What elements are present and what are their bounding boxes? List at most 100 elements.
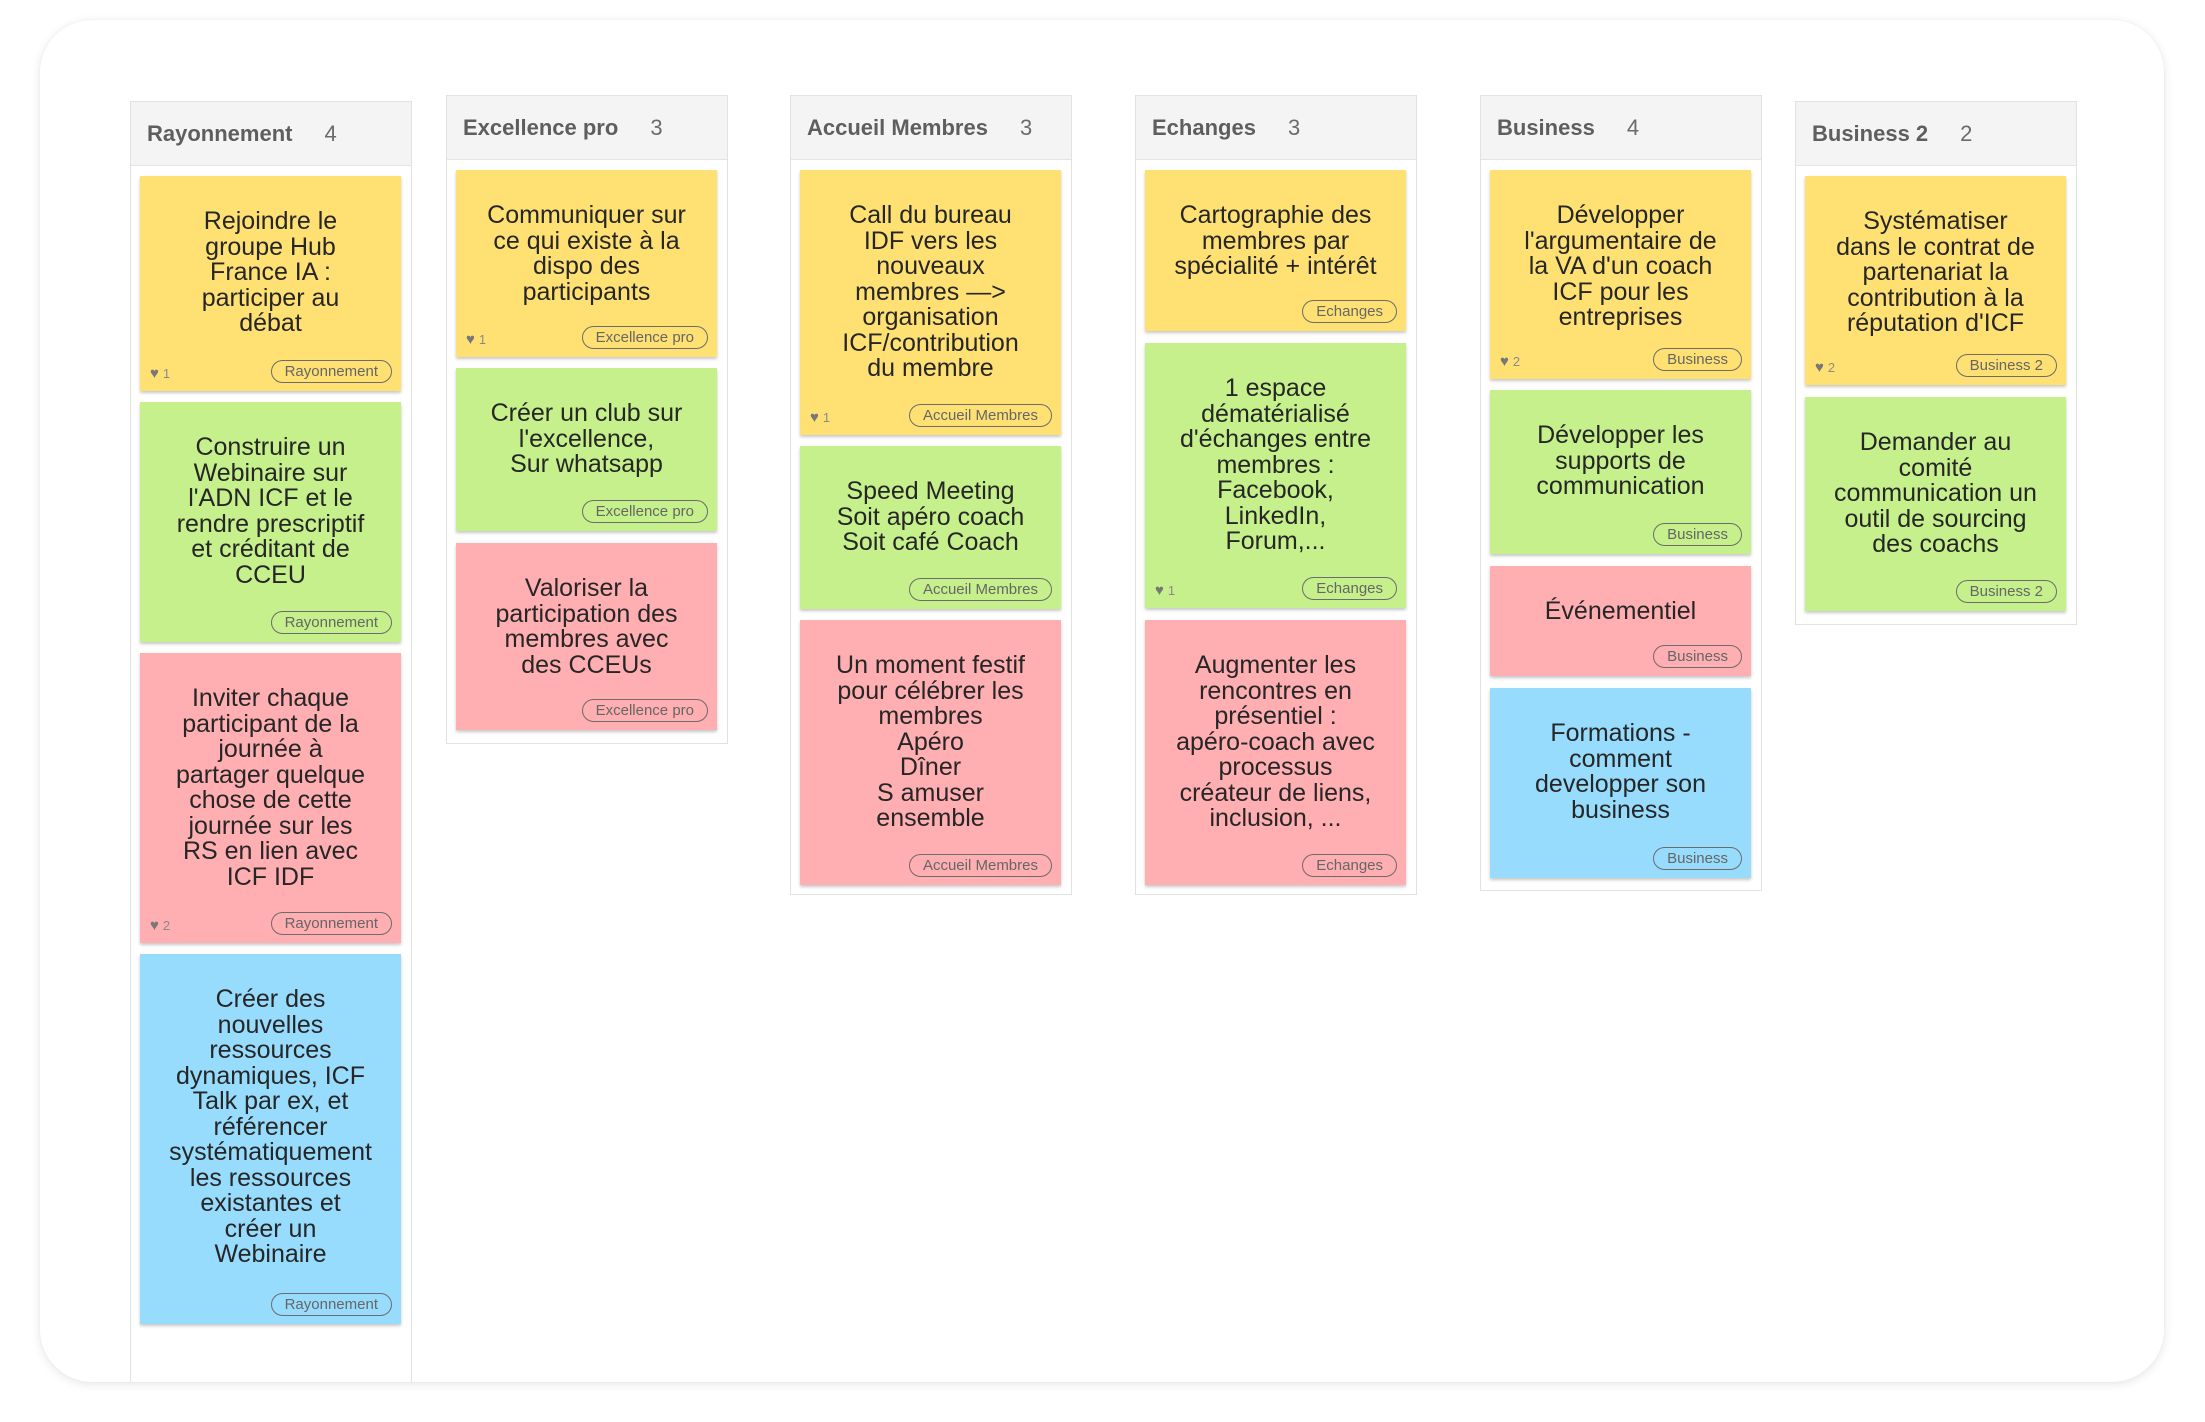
column-accueil-membres: Accueil Membres 3 Call du bureau IDF ver… xyxy=(790,95,1072,895)
like-counter[interactable]: ♥1 xyxy=(810,409,830,426)
sticky-note[interactable]: Inviter chaque participant de la journée… xyxy=(140,653,401,943)
sticky-note[interactable]: Créer un club sur l'excellence, Sur what… xyxy=(456,368,717,531)
card-tag[interactable]: Excellence pro xyxy=(581,500,708,523)
card-tag[interactable]: Business xyxy=(1653,523,1742,546)
note-text: Événementiel xyxy=(1544,597,1697,625)
like-counter[interactable]: ♥2 xyxy=(1500,353,1520,370)
note-text: Créer un club sur l'excellence, Sur what… xyxy=(490,399,683,478)
card-tag[interactable]: Echanges xyxy=(1302,854,1397,877)
card-tag[interactable]: Rayonnement xyxy=(270,611,392,634)
like-counter[interactable]: ♥1 xyxy=(466,331,486,348)
column-title: Accueil Membres xyxy=(807,114,988,140)
sticky-note[interactable]: Speed Meeting Soit apéro coach Soit café… xyxy=(800,446,1061,609)
like-counter[interactable]: ♥2 xyxy=(1815,359,1835,376)
note-text: Rejoindre le groupe Hub France IA : part… xyxy=(201,207,340,337)
note-text: 1 espace dématérialisé d'échanges entre … xyxy=(1179,374,1372,555)
note-text: Développer les supports de communication xyxy=(1536,421,1705,500)
column-business: Business 4 Développer l'argumentaire de … xyxy=(1480,95,1762,891)
note-text: Demander au comité communication un outi… xyxy=(1834,428,2037,558)
column-header[interactable]: Business 2 2 xyxy=(1796,102,2076,166)
card-count: 3 xyxy=(650,114,663,140)
card-tag[interactable]: Business 2 xyxy=(1955,580,2057,603)
sticky-note[interactable]: Développer l'argumentaire de la VA d'un … xyxy=(1490,170,1751,379)
card-count: 3 xyxy=(1019,114,1033,140)
sticky-note[interactable]: Créer des nouvelles ressources dynamique… xyxy=(140,954,401,1324)
sticky-note[interactable]: Augmenter les rencontres en présentiel :… xyxy=(1145,620,1406,885)
card-tag[interactable]: Accueil Membres xyxy=(908,578,1052,601)
column-header[interactable]: Business 4 xyxy=(1481,96,1761,160)
note-text: Augmenter les rencontres en présentiel :… xyxy=(1176,651,1375,832)
card-count: 4 xyxy=(324,120,337,146)
note-text: Valoriser la participation des membres a… xyxy=(495,574,678,679)
heart-icon: ♥ xyxy=(810,409,819,426)
card-tag[interactable]: Excellence pro xyxy=(581,326,708,349)
heart-icon: ♥ xyxy=(150,917,159,934)
note-text: Speed Meeting Soit apéro coach Soit café… xyxy=(836,477,1025,556)
card-tag[interactable]: Rayonnement xyxy=(270,360,392,383)
note-text: Formations - comment developper son busi… xyxy=(1535,719,1706,824)
column-title: Rayonnement xyxy=(147,120,293,146)
card-tag[interactable]: Business xyxy=(1653,645,1742,668)
sticky-note[interactable]: Construire un Webinaire sur l'ADN ICF et… xyxy=(140,402,401,642)
column-title: Excellence pro xyxy=(463,114,619,140)
sticky-note[interactable]: 1 espace dématérialisé d'échanges entre … xyxy=(1145,343,1406,608)
sticky-note[interactable]: Demander au comité communication un outi… xyxy=(1805,397,2066,611)
sticky-note[interactable]: Cartographie des membres par spécialité … xyxy=(1145,170,1406,331)
card-count: 3 xyxy=(1287,114,1301,140)
like-count: 2 xyxy=(1827,360,1836,375)
note-text: Systématiser dans le contrat de partenar… xyxy=(1836,207,2035,337)
like-count: 2 xyxy=(162,918,171,933)
like-count: 1 xyxy=(162,366,171,381)
note-text: Call du bureau IDF vers les nouveaux mem… xyxy=(842,201,1019,382)
column-echanges: Echanges 3 Cartographie des membres par … xyxy=(1135,95,1417,895)
column-rayonnement: Rayonnement 4 Rejoindre le groupe Hub Fr… xyxy=(130,101,412,1382)
card-tag[interactable]: Accueil Membres xyxy=(908,404,1052,427)
heart-icon: ♥ xyxy=(466,331,475,348)
like-count: 1 xyxy=(1167,583,1176,598)
card-tag[interactable]: Excellence pro xyxy=(581,699,708,722)
heart-icon: ♥ xyxy=(1500,353,1509,370)
card-tag[interactable]: Rayonnement xyxy=(270,912,392,935)
card-tag[interactable]: Echanges xyxy=(1302,300,1397,323)
note-text: Développer l'argumentaire de la VA d'un … xyxy=(1524,201,1717,331)
column-header[interactable]: Accueil Membres 3 xyxy=(791,96,1071,160)
like-counter[interactable]: ♥1 xyxy=(1155,582,1175,599)
like-counter[interactable]: ♥2 xyxy=(150,917,170,934)
sticky-note[interactable]: Valoriser la participation des membres a… xyxy=(456,543,717,730)
column-title: Business xyxy=(1497,114,1595,140)
note-text: Inviter chaque participant de la journée… xyxy=(175,684,366,891)
sticky-note[interactable]: Formations - comment developper son busi… xyxy=(1490,688,1751,878)
sticky-note[interactable]: Un moment festif pour célébrer les membr… xyxy=(800,620,1061,885)
card-tag[interactable]: Rayonnement xyxy=(270,1293,392,1316)
sticky-note[interactable]: Rejoindre le groupe Hub France IA : part… xyxy=(140,176,401,391)
card-count: 2 xyxy=(1960,120,1973,146)
card-tag[interactable]: Echanges xyxy=(1302,577,1397,600)
card-tag[interactable]: Accueil Membres xyxy=(908,854,1052,877)
note-text: Communiquer sur ce qui existe à la dispo… xyxy=(487,201,686,306)
sticky-note[interactable]: Événementiel Business xyxy=(1490,566,1751,676)
note-text: Construire un Webinaire sur l'ADN ICF et… xyxy=(176,433,365,589)
sticky-note[interactable]: Développer les supports de communication… xyxy=(1490,390,1751,554)
like-count: 1 xyxy=(478,332,487,347)
sticky-note[interactable]: Systématiser dans le contrat de partenar… xyxy=(1805,176,2066,385)
heart-icon: ♥ xyxy=(1815,359,1824,376)
note-text: Cartographie des membres par spécialité … xyxy=(1174,201,1377,280)
sticky-note[interactable]: Call du bureau IDF vers les nouveaux mem… xyxy=(800,170,1061,435)
column-header[interactable]: Echanges 3 xyxy=(1136,96,1416,160)
note-text: Créer des nouvelles ressources dynamique… xyxy=(169,985,372,1268)
like-count: 2 xyxy=(1512,354,1521,369)
note-text: Un moment festif pour célébrer les membr… xyxy=(836,651,1025,832)
column-title: Echanges xyxy=(1152,114,1256,140)
card-count: 4 xyxy=(1626,114,1640,140)
heart-icon: ♥ xyxy=(1155,582,1164,599)
card-tag[interactable]: Business xyxy=(1653,348,1742,371)
column-business-2: Business 2 2 Systématiser dans le contra… xyxy=(1795,101,2077,625)
column-header[interactable]: Excellence pro 3 xyxy=(447,96,727,160)
card-tag[interactable]: Business 2 xyxy=(1955,354,2057,377)
board: Rayonnement 4 Rejoindre le groupe Hub Fr… xyxy=(40,20,2164,1382)
heart-icon: ♥ xyxy=(150,365,159,382)
card-tag[interactable]: Business xyxy=(1653,847,1742,870)
like-counter[interactable]: ♥1 xyxy=(150,365,170,382)
column-header[interactable]: Rayonnement 4 xyxy=(131,102,411,166)
sticky-note[interactable]: Communiquer sur ce qui existe à la dispo… xyxy=(456,170,717,357)
